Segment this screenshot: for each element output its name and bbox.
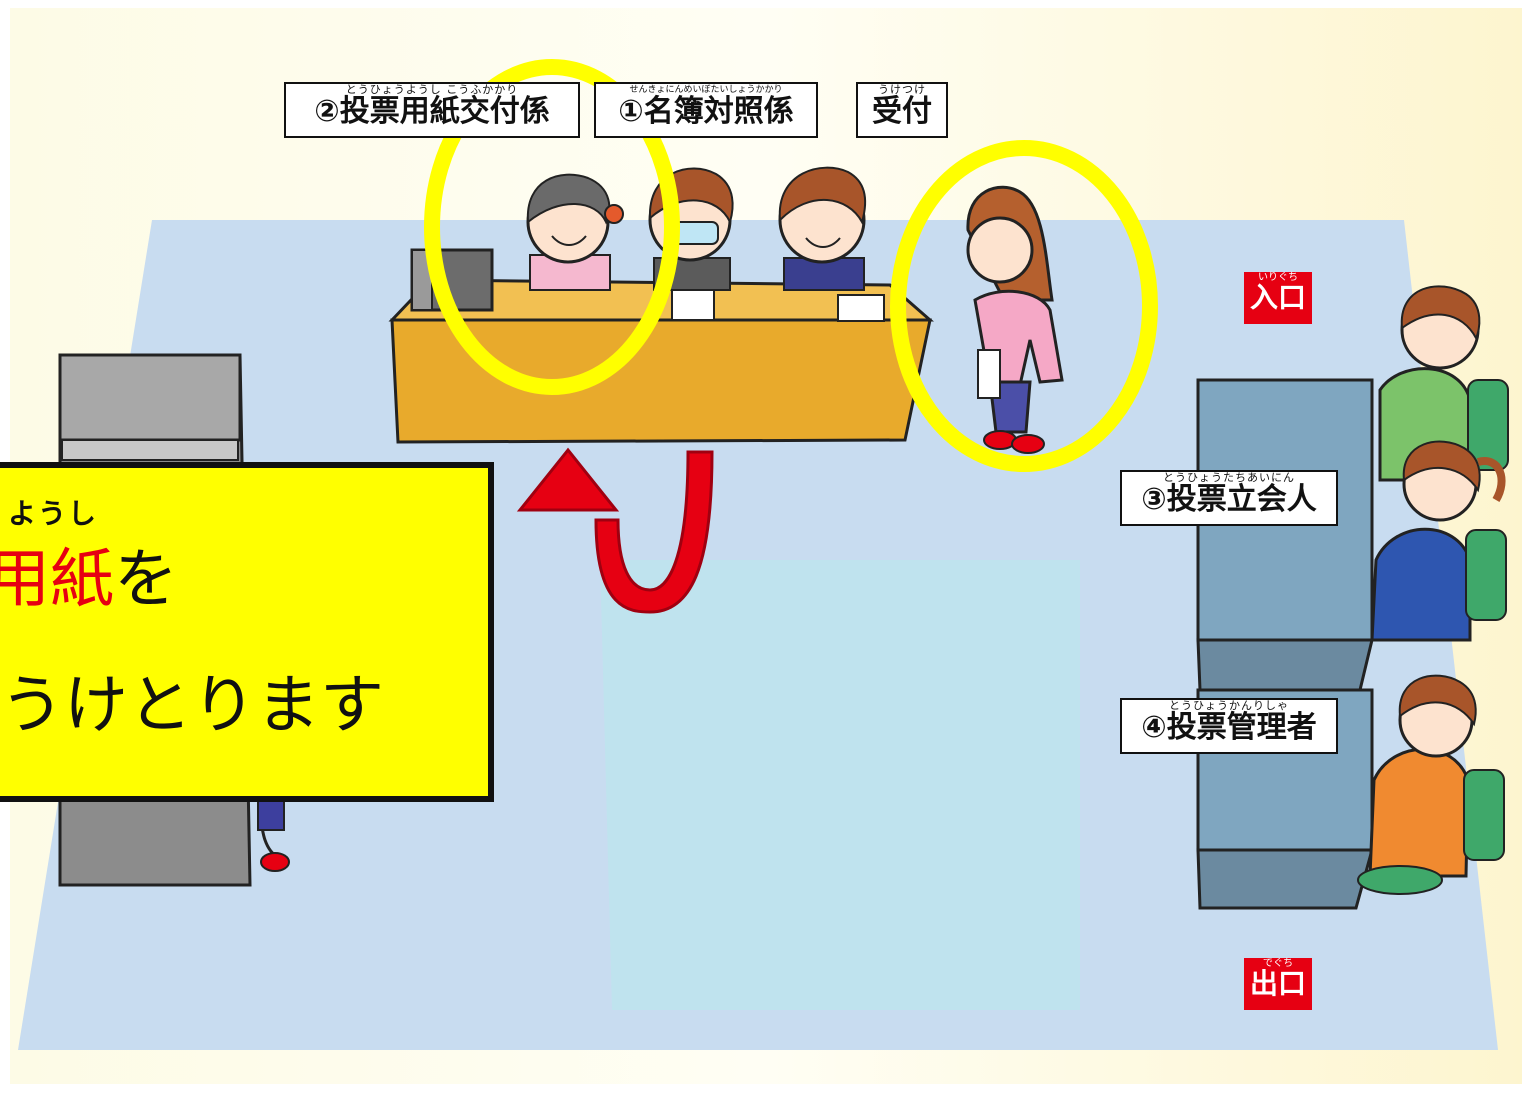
u-turn-arrow-icon bbox=[516, 447, 714, 614]
station-label-reception: うけつけ 受付 bbox=[856, 82, 948, 138]
callout-line1: 用紙を bbox=[0, 540, 178, 620]
seated-person-orange bbox=[1357, 674, 1505, 895]
station-label-ruby: せんきょにんめいぼたいしょうかかり bbox=[629, 85, 783, 95]
witness-table bbox=[1196, 378, 1374, 692]
station-label-ruby: うけつけ bbox=[878, 83, 926, 96]
station-label-ruby: とうひょうたちあいにん bbox=[1163, 471, 1295, 484]
voter-woman bbox=[966, 185, 1064, 454]
station-label-ruby: とうひょうかんりしゃ bbox=[1169, 699, 1289, 712]
station-label-text: ①名簿対照係 bbox=[618, 94, 794, 129]
staff-reception bbox=[778, 166, 867, 291]
station-label-text: ③投票立会人 bbox=[1141, 482, 1317, 517]
entrance-sign: いりぐち 入口 bbox=[1244, 272, 1312, 324]
station-label-register-check: せんきょにんめいぼたいしょうかかり ①名簿対照係 bbox=[594, 82, 818, 138]
station-label-ruby: とうひょうようし こうふかかり bbox=[345, 83, 519, 96]
highlight-ring-voter bbox=[890, 140, 1158, 472]
station-label-text: ④投票管理者 bbox=[1141, 710, 1317, 745]
exit-sign: でぐち 出口 bbox=[1244, 958, 1312, 1010]
staff-ballot-paper bbox=[526, 173, 624, 291]
callout-line2: うけとります bbox=[0, 669, 384, 743]
entrance-sign-text: 入口 bbox=[1249, 281, 1306, 314]
callout-line1-rest: を bbox=[114, 543, 178, 617]
station-label-text: ②投票用紙交付係 bbox=[314, 94, 550, 129]
aisle bbox=[600, 560, 1080, 1010]
station-label-ballot-paper: とうひょうようし こうふかかり ②投票用紙交付係 bbox=[284, 82, 580, 138]
callout-highlight-word: 用紙 bbox=[0, 543, 114, 617]
highlight-ring-staff bbox=[424, 59, 680, 395]
station-label-witness: とうひょうたちあいにん ③投票立会人 bbox=[1120, 470, 1338, 526]
exit-sign-text: 出口 bbox=[1249, 967, 1306, 1000]
instruction-callout: ようし 用紙を うけとります bbox=[0, 462, 494, 802]
station-label-manager: とうひょうかんりしゃ ④投票管理者 bbox=[1120, 698, 1338, 754]
station-label-text: 受付 bbox=[872, 94, 932, 129]
seated-person-blue bbox=[1370, 440, 1507, 642]
exit-sign-ruby: でぐち bbox=[1262, 958, 1294, 969]
callout-ruby: ようし bbox=[8, 497, 99, 530]
entrance-sign-ruby: いりぐち bbox=[1258, 272, 1298, 283]
